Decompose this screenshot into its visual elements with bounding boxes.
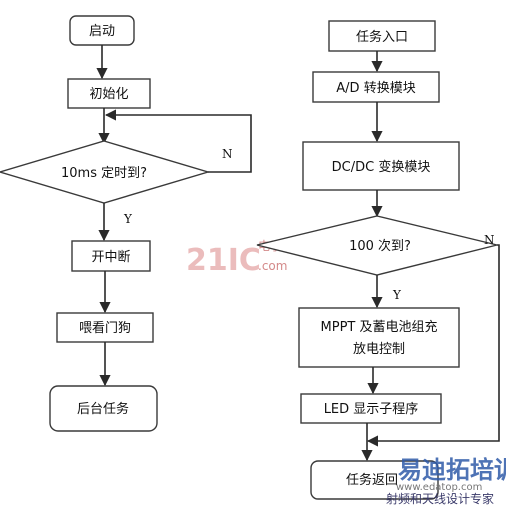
- left-feed-dog-label: 喂看门狗: [79, 320, 131, 336]
- left-init-label: 初始化: [89, 87, 128, 102]
- left-init-box: [67, 78, 151, 109]
- left-enable-int-box: [71, 240, 151, 272]
- watermark-21ic-logo: 21IC: [186, 243, 261, 278]
- right-dcdc-label: DC/DC 变换模块: [332, 159, 431, 175]
- watermark-edatop-brand: 易迪拓培训: [398, 456, 506, 484]
- right-mppt-label-1: MPPT 及蓄电池组充: [321, 319, 438, 335]
- left-enable-int-label: 开中断: [91, 250, 130, 265]
- watermark-edatop: 易迪拓培训 www.edatop.com 射频和天线设计专家: [386, 456, 506, 506]
- left-start-label: 启动: [89, 24, 115, 39]
- left-feed-dog-box: [56, 312, 154, 343]
- right-return-terminal: [310, 460, 439, 500]
- watermark-edatop-sub: 射频和天线设计专家: [386, 491, 494, 506]
- watermark-21ic: 21IC 电子网 .com: [186, 239, 294, 278]
- left-no-label: N: [222, 147, 233, 161]
- right-dcdc-box: [302, 141, 460, 191]
- right-flowchart: 任务入口 A/D 转换模块 DC/DC 变换模块 100 次到? N Y MPP…: [256, 20, 500, 500]
- right-ad-box: [312, 71, 440, 103]
- watermark-edatop-url: www.edatop.com: [396, 482, 482, 493]
- right-entry-label: 任务入口: [356, 29, 408, 45]
- right-ad-label: A/D 转换模块: [336, 81, 415, 96]
- right-yes-label: Y: [392, 288, 402, 302]
- watermark-21ic-domain: .com: [258, 259, 287, 273]
- right-no-label: N: [484, 233, 495, 247]
- right-return-label: 任务返回: [346, 472, 398, 488]
- left-background-label: 后台任务: [77, 401, 129, 417]
- right-decision-label: 100 次到?: [349, 238, 411, 254]
- right-led-box: [300, 393, 442, 424]
- left-yes-label: Y: [123, 212, 133, 226]
- right-mppt-label-2: 放电控制: [353, 342, 405, 357]
- left-flowchart: 启动 初始化 10ms 定时到? N Y 开中断 喂看门狗 后台任务: [0, 15, 252, 432]
- right-entry-box: [328, 20, 436, 52]
- left-decision-label: 10ms 定时到?: [61, 166, 147, 181]
- right-led-label: LED 显示子程序: [324, 402, 419, 417]
- right-mppt-box: [298, 307, 460, 368]
- arrow-right-no: [366, 244, 500, 447]
- arrow-left-no-loop: [104, 109, 252, 173]
- left-background-terminal: [49, 385, 158, 432]
